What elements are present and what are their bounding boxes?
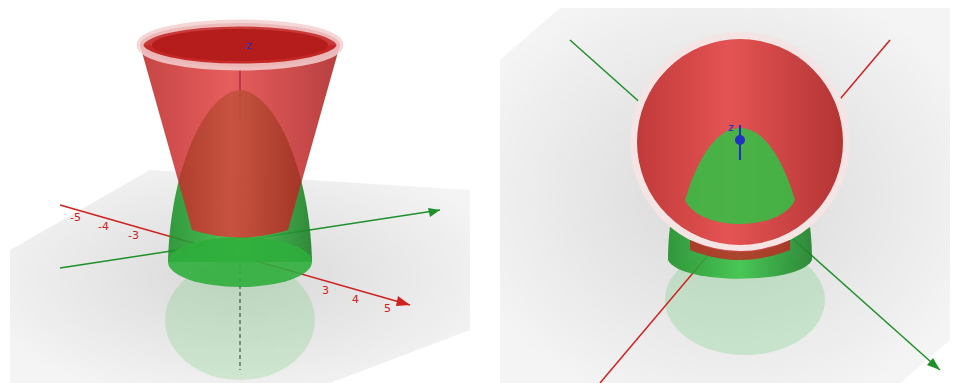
axis-label: -5 [70,212,81,224]
axis-label: 4 [352,294,359,306]
axis-label: 5 [384,303,391,315]
axis-label: 3 [322,285,329,297]
axis-label: z [246,40,252,52]
axis-label: -3 [128,230,139,242]
axis-label: -4 [98,221,109,233]
axis-label: z [728,122,734,134]
